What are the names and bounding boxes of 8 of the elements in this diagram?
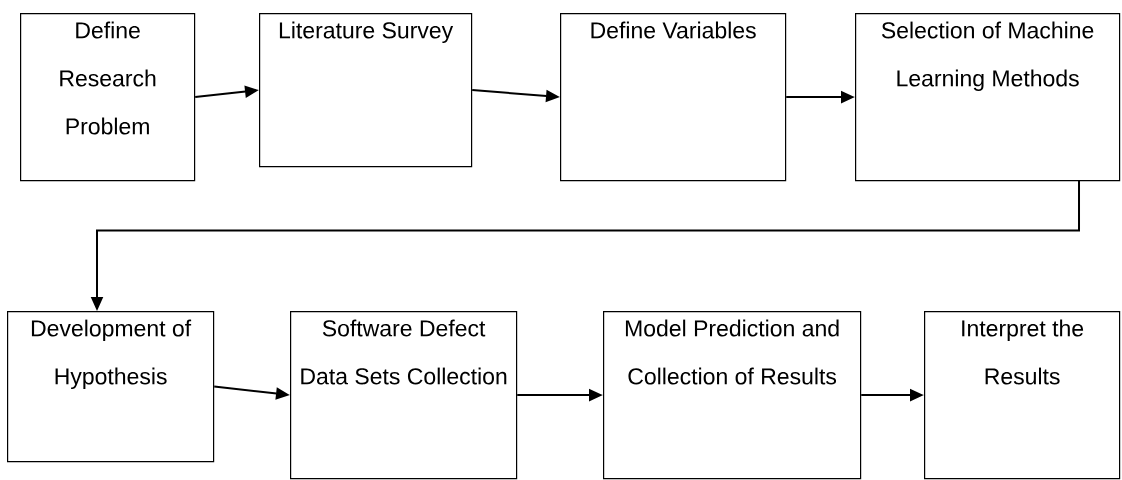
process-box: Selection of Machine Learning Methods bbox=[855, 13, 1121, 182]
process-box: Model Prediction and Collection of Results bbox=[603, 311, 862, 480]
process-box: Define Variables bbox=[560, 13, 787, 182]
process-box: Development of Hypothesis bbox=[7, 311, 215, 463]
process-box: Interpret the Results bbox=[924, 311, 1121, 480]
process-box: Literature Survey bbox=[259, 13, 473, 168]
process-box: Software Defect Data Sets Collection bbox=[290, 311, 518, 480]
process-box: Define Research Problem bbox=[20, 13, 196, 182]
